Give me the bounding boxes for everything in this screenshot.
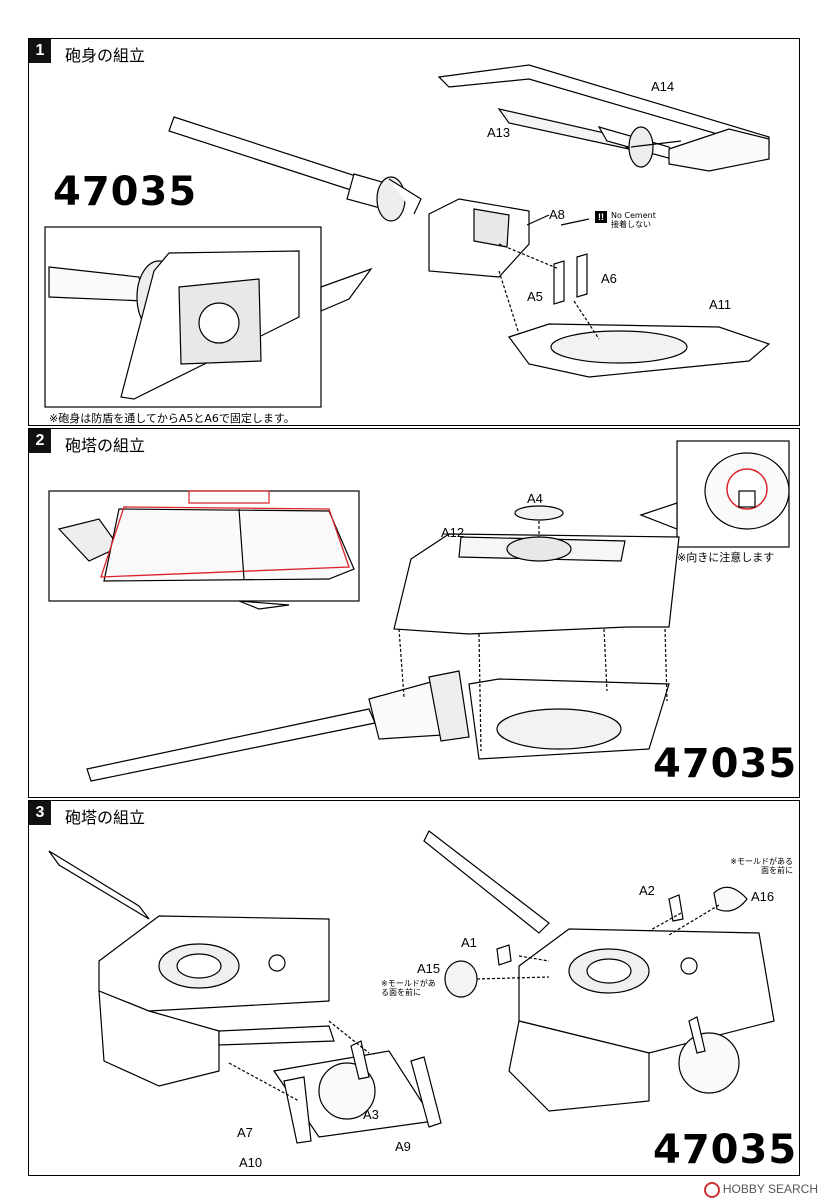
step-title: 砲塔の組立 [65, 808, 146, 827]
label-a3: A3 [363, 1107, 379, 1122]
label-a14: A14 [651, 79, 675, 94]
label-a16: A16 [751, 889, 775, 904]
step-title: 砲身の組立 [65, 46, 146, 65]
no-cement-icon: !! [595, 211, 607, 223]
step2-note: ※向きに注意します [677, 551, 775, 564]
label-a10: A10 [239, 1155, 263, 1170]
step-3-panel: 3 砲塔の組立 47035 [28, 800, 800, 1176]
label-a6: A6 [601, 271, 617, 286]
step1-note: ※砲身は防盾を通してからA5とA6で固定します。 [49, 412, 295, 425]
step-1-panel: 1 砲身の組立 47035 [28, 38, 800, 426]
label-a13: A13 [487, 125, 511, 140]
step-title: 砲塔の組立 [65, 436, 146, 455]
step-2-panel: 2 砲塔の組立 47035 [28, 428, 800, 798]
label-a7: A7 [237, 1125, 253, 1140]
part-number: 47035 [53, 169, 198, 215]
label-a4: A4 [527, 491, 543, 506]
label-a8: A8 [549, 207, 565, 222]
turret-detail-illustration [48, 830, 775, 1144]
label-a5: A5 [527, 289, 543, 304]
note-a16: ※モールドがある面を前に [730, 857, 793, 875]
step-number: 2 [29, 429, 51, 453]
label-a2: A2 [639, 883, 655, 898]
turret-assembly-illustration [48, 440, 790, 782]
watermark-text: HOBBY SEARCH [722, 1182, 818, 1197]
label-a11: A11 [709, 297, 732, 312]
step-number: 3 [29, 801, 51, 825]
label-a12: A12 [441, 525, 465, 540]
part-number: 47035 [653, 1127, 798, 1173]
barrel-assembly-illustration [44, 64, 771, 408]
label-a1: A1 [461, 935, 477, 950]
note-a15: ※モールドがある面を前に [381, 979, 436, 997]
hobby-search-logo-icon [703, 1182, 720, 1198]
part-number: 47035 [653, 741, 798, 787]
step-number: 1 [29, 39, 51, 63]
no-cement-en: No Cement [611, 211, 656, 220]
no-cement-jp: 接着しない [611, 220, 651, 229]
label-a15: A15 [417, 961, 441, 976]
label-a9: A9 [395, 1139, 411, 1154]
watermark: HOBBY SEARCH [703, 1182, 818, 1198]
